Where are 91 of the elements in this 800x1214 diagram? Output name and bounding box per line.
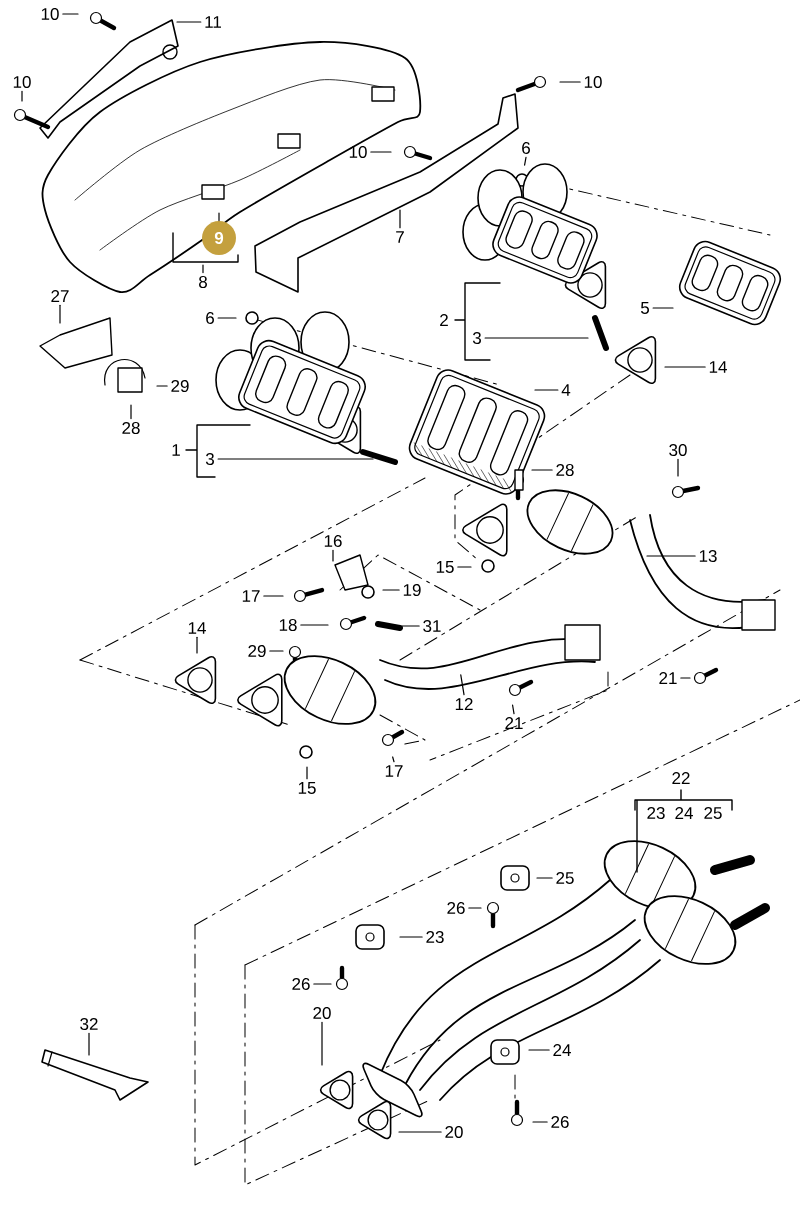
leader-line [88, 1032, 90, 1056]
leader-line [532, 1121, 548, 1123]
leader-line [321, 1021, 323, 1066]
callout-number: 23 [426, 931, 444, 943]
leader-line [468, 907, 482, 909]
leader-line [536, 877, 553, 879]
leader-line [269, 650, 284, 652]
leader-line [457, 566, 472, 568]
callout-number: 29 [171, 380, 189, 392]
callout-number: 26 [447, 902, 465, 914]
callout-number: 28 [556, 464, 574, 476]
callout-number: 5 [640, 302, 649, 314]
leader-line [313, 983, 332, 985]
leader-line [664, 366, 706, 368]
leader-line [202, 264, 204, 274]
callout-number: 18 [279, 619, 297, 631]
callout-number: 15 [298, 782, 316, 794]
callout-number: 23 [647, 807, 665, 819]
callout-number: 21 [505, 717, 523, 729]
leader-line [218, 212, 220, 222]
callout-number: 7 [396, 231, 404, 243]
leader-line [559, 81, 581, 83]
leader-line [217, 317, 237, 319]
callout-number: 32 [80, 1018, 98, 1030]
callout-number: 10 [584, 76, 602, 88]
callout-number: 17 [242, 590, 260, 602]
callout-number: 17 [385, 765, 403, 777]
callout-number: 24 [553, 1044, 571, 1056]
callout-number: 13 [699, 550, 717, 562]
leader-line [484, 337, 589, 339]
callout-number: 25 [704, 807, 722, 819]
leader-line [534, 389, 559, 391]
callout-number: 28 [122, 422, 140, 434]
callout-number: 3 [205, 453, 214, 465]
leader-line [62, 13, 79, 15]
callout-number: 8 [199, 276, 207, 288]
leader-line [59, 304, 61, 324]
callout-number: 16 [324, 535, 342, 547]
callout-number: 27 [51, 290, 69, 302]
callout-number: 14 [188, 622, 206, 634]
callout-number: 25 [556, 872, 574, 884]
callout-number: 11 [205, 16, 221, 28]
leader-line [528, 1049, 550, 1051]
callout-badge: 9 [202, 221, 236, 255]
leader-line [460, 674, 465, 696]
callout-number: 6 [206, 312, 214, 324]
leader-line [399, 936, 423, 938]
callout-number: 30 [669, 444, 687, 456]
callout-number: 24 [675, 807, 693, 819]
callout-number: 15 [436, 561, 454, 573]
leader-line [217, 458, 374, 460]
callout-number: 2 [440, 314, 448, 326]
leader-line [21, 90, 23, 102]
leader-line [680, 677, 691, 679]
leader-line [677, 458, 679, 477]
callout-number: 22 [672, 772, 690, 784]
leader-line [176, 21, 202, 23]
callout-number: 21 [659, 672, 677, 684]
callout-number: 1 [172, 444, 180, 456]
leader-line [511, 704, 515, 715]
callout-number: 19 [403, 584, 421, 596]
callout-number: 14 [709, 361, 727, 373]
callout-number: 10 [13, 76, 31, 88]
callout-number: 31 [423, 620, 441, 632]
leader-line [392, 756, 395, 763]
callout-number: 20 [445, 1126, 463, 1138]
leader-line [130, 404, 132, 420]
callout-number: 26 [551, 1116, 569, 1128]
callout-number: 12 [455, 698, 473, 710]
leader-line [531, 469, 553, 471]
leader-line [156, 385, 168, 387]
leader-line [370, 151, 392, 153]
callout-number: 3 [472, 332, 481, 344]
leader-line [263, 595, 284, 597]
callout-number: 29 [248, 645, 266, 657]
leader-line [646, 555, 696, 557]
leader-line [652, 307, 674, 309]
leader-line [401, 625, 420, 627]
leader-line [300, 624, 329, 626]
callout-number: 10 [41, 8, 59, 20]
leader-line [524, 156, 527, 166]
leader-line [306, 766, 308, 780]
leader-line [382, 589, 400, 591]
callout-number: 4 [561, 384, 571, 396]
callout-number: 6 [522, 142, 530, 154]
callout-number: 20 [313, 1007, 331, 1019]
leader-line [399, 209, 401, 229]
leader-line [332, 549, 334, 562]
callout-number: 26 [292, 978, 310, 990]
leader-line [398, 1131, 442, 1133]
leader-line [196, 636, 198, 654]
